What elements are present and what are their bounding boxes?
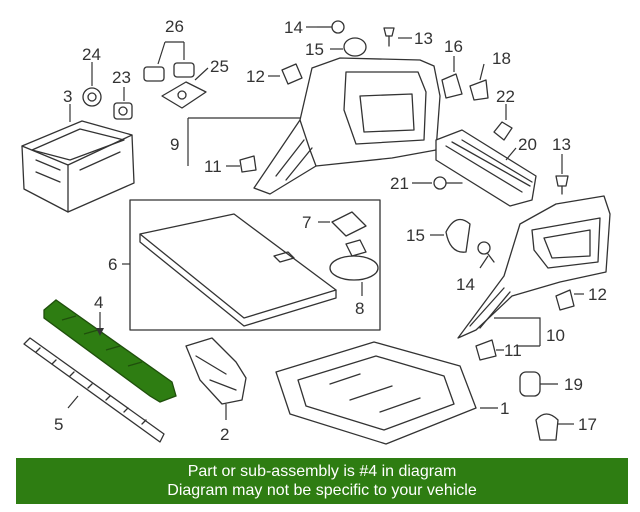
leader-18	[479, 63, 485, 81]
part-24-grommet[interactable]	[82, 87, 102, 107]
info-banner: Part or sub-assembly is #4 in diagram Di…	[16, 458, 628, 504]
callout-11a: 11	[204, 157, 222, 176]
part-26-bulbs[interactable]	[143, 62, 195, 82]
part-1-floor-tray[interactable]	[275, 341, 477, 445]
callout-15b: 15	[406, 226, 425, 245]
part-21-bolt[interactable]	[433, 176, 463, 190]
callout-1: 1	[500, 399, 509, 418]
callout-4: 4	[94, 293, 103, 312]
callout-12a: 12	[246, 67, 265, 86]
callout-9: 9	[170, 135, 179, 154]
callout-13b: 13	[552, 135, 571, 154]
part-25-lamp[interactable]	[161, 81, 207, 109]
leader-20	[505, 147, 517, 161]
callout-2: 2	[220, 425, 229, 444]
callout-17: 17	[578, 415, 597, 434]
banner-line-1: Part or sub-assembly is #4 in diagram	[187, 463, 457, 480]
leader-4-arrow	[96, 328, 104, 336]
callout-14a: 14	[284, 18, 303, 37]
part-3-storage-tray[interactable]	[21, 120, 135, 213]
callout-15a: 15	[305, 40, 324, 59]
part-11-clip-right[interactable]	[475, 339, 497, 361]
callout-25: 25	[210, 57, 229, 76]
callout-21: 21	[390, 174, 409, 193]
part-23-socket[interactable]	[113, 102, 133, 120]
callout-7: 7	[302, 213, 311, 232]
leader-25	[194, 67, 209, 81]
part-10-right-quarter-trim[interactable]	[457, 195, 611, 339]
part-12-clip-upper[interactable]	[281, 63, 303, 85]
callout-13a: 13	[414, 29, 433, 48]
part-15-cap-lower[interactable]	[445, 218, 471, 253]
part-16-bracket[interactable]	[441, 73, 463, 99]
part-14-screw-lower[interactable]	[477, 241, 495, 263]
leader-5	[67, 395, 79, 409]
callout-24: 24	[82, 45, 101, 64]
part-22-cover[interactable]	[493, 121, 513, 141]
callout-20: 20	[518, 135, 537, 154]
leader-14b	[479, 255, 489, 269]
callout-14b: 14	[456, 275, 475, 294]
part-6-cargo-board[interactable]	[129, 199, 381, 331]
part-15-cap-upper[interactable]	[343, 37, 367, 57]
callout-11b: 11	[504, 341, 522, 360]
callout-8: 8	[355, 299, 364, 318]
part-4-highlighted-trim[interactable]	[43, 299, 177, 403]
part-20-sill-plate[interactable]	[435, 129, 537, 207]
callout-26: 26	[165, 17, 184, 36]
part-8-hook[interactable]	[329, 239, 379, 281]
part-18-clip[interactable]	[469, 79, 489, 101]
part-9-left-quarter-trim[interactable]	[253, 57, 441, 195]
part-13-pin-right[interactable]	[555, 175, 569, 195]
callout-6: 6	[108, 255, 117, 274]
callout-12b: 12	[588, 285, 607, 304]
part-13-pin-upper[interactable]	[383, 27, 395, 47]
banner-line-2: Diagram may not be specific to your vehi…	[167, 482, 477, 499]
callout-23: 23	[112, 68, 131, 87]
callout-19: 19	[564, 375, 583, 394]
callout-10: 10	[546, 326, 565, 345]
part-7-cover[interactable]	[331, 211, 367, 237]
callout-16: 16	[444, 37, 463, 56]
part-4-ribs	[61, 315, 143, 367]
part-14-screw-upper[interactable]	[317, 20, 345, 34]
callout-22: 22	[496, 87, 515, 106]
part-4-body	[43, 299, 177, 403]
leader-10	[494, 317, 541, 347]
callout-5: 5	[54, 415, 63, 434]
part-17-plug[interactable]	[535, 413, 559, 441]
part-11-clip-left[interactable]	[239, 155, 257, 173]
leader-9	[187, 117, 300, 166]
callout-18: 18	[492, 49, 511, 68]
part-2-bracket[interactable]	[185, 337, 247, 405]
part-12-clip-right[interactable]	[555, 289, 575, 311]
part-19-plug[interactable]	[519, 371, 541, 397]
leader-26	[157, 41, 185, 65]
callout-3: 3	[63, 87, 72, 106]
part-5-rail[interactable]	[23, 337, 165, 443]
